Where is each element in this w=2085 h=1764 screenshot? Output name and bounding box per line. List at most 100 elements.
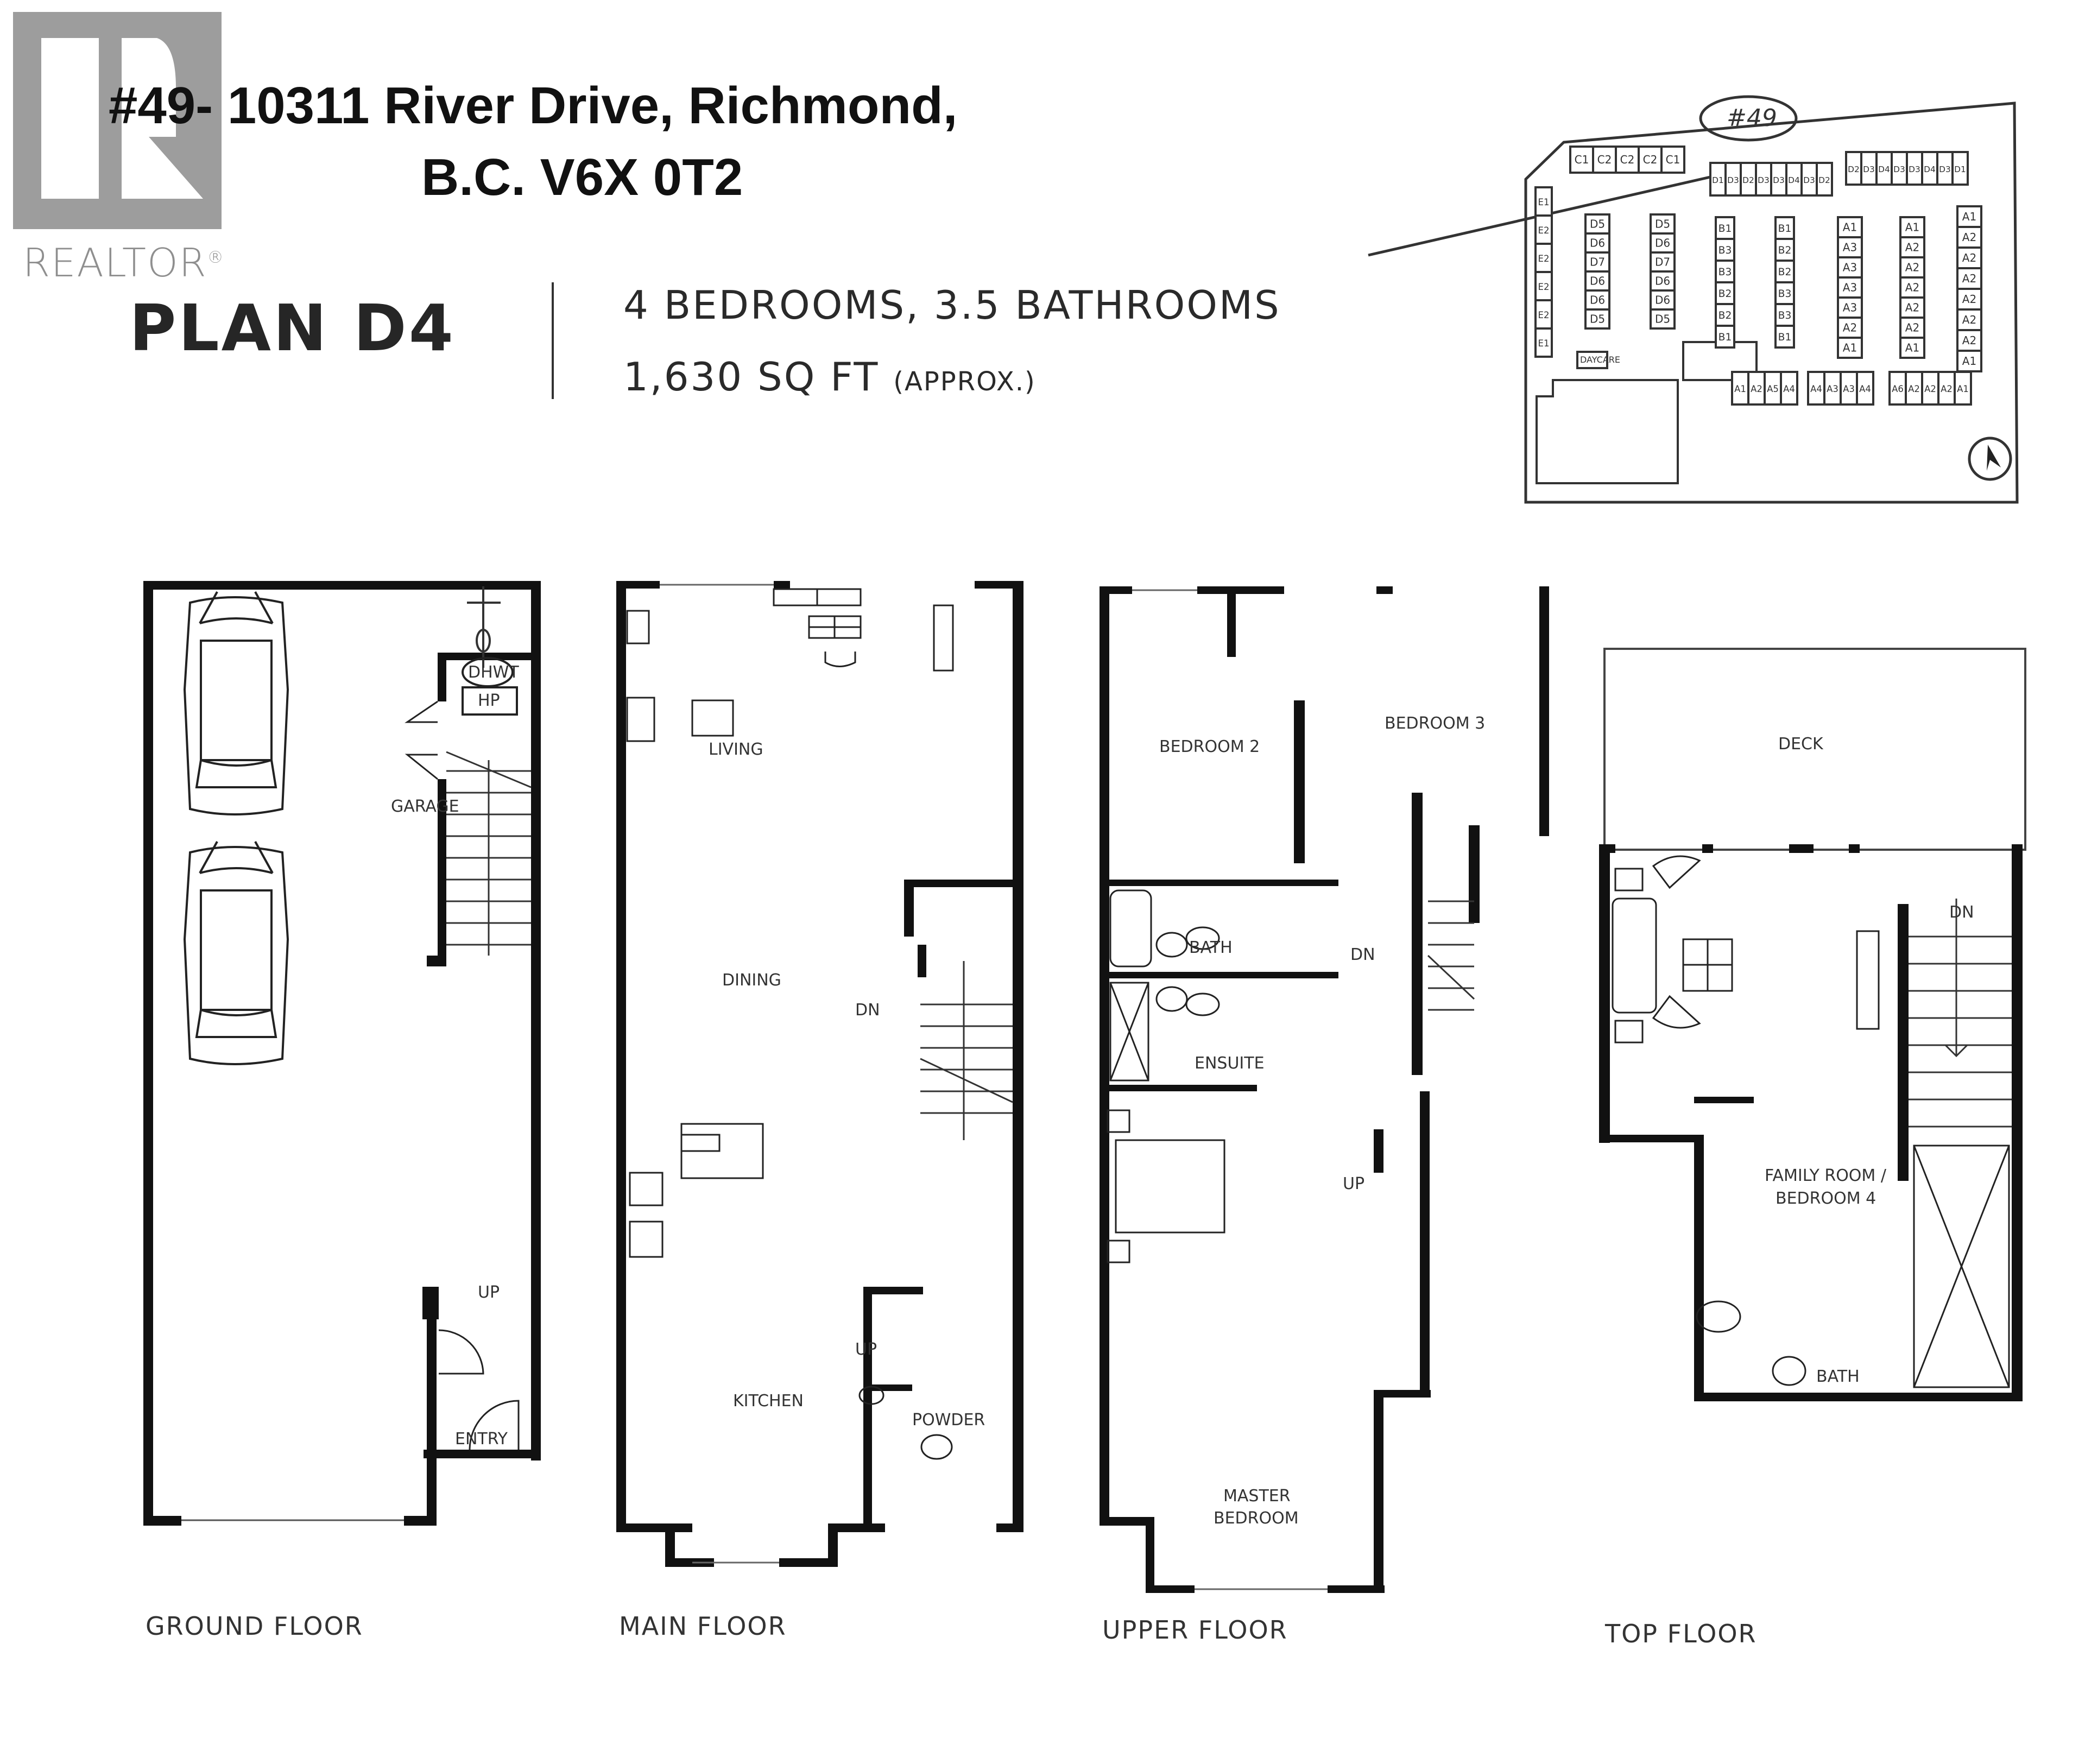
site-unit-label: A2 bbox=[1962, 334, 1976, 347]
site-unit-label: E2 bbox=[1538, 225, 1550, 236]
site-unit-label: A2 bbox=[1905, 241, 1919, 254]
site-unit-label: B1 bbox=[1778, 332, 1792, 343]
site-unit bbox=[1584, 308, 1610, 330]
site-unit bbox=[1906, 151, 1923, 186]
stairs-up-label: UP bbox=[1343, 1174, 1364, 1193]
site-unit bbox=[1774, 260, 1795, 283]
stairs-dn-label: DN bbox=[1350, 945, 1375, 964]
site-unit-label: D4 bbox=[1788, 175, 1800, 185]
site-unit bbox=[1921, 151, 1938, 186]
site-unit-label: D2 bbox=[1818, 175, 1830, 185]
site-unit bbox=[1921, 371, 1939, 406]
sofa-icon bbox=[1612, 897, 1657, 1014]
site-unit-label: A2 bbox=[1962, 313, 1976, 326]
site-unit-label: D5 bbox=[1590, 313, 1605, 326]
site-unit-label: A2 bbox=[1751, 384, 1762, 394]
site-unit bbox=[1837, 276, 1863, 299]
site-unit-label: A3 bbox=[1843, 301, 1857, 314]
car-icon bbox=[183, 841, 289, 1065]
site-unit bbox=[1856, 371, 1874, 406]
site-unit-label: B1 bbox=[1718, 223, 1732, 235]
sink-icon bbox=[1696, 1300, 1741, 1333]
site-unit bbox=[1747, 371, 1766, 406]
toilet-icon bbox=[1155, 932, 1188, 958]
sofa-icon bbox=[933, 604, 954, 672]
site-unit-label: D1 bbox=[1954, 165, 1966, 174]
side-table-icon bbox=[1614, 1020, 1644, 1044]
site-unit-label: A2 bbox=[1905, 301, 1919, 314]
site-unit-label: A1 bbox=[1843, 342, 1857, 355]
stairs-dn-label: DN bbox=[855, 1001, 880, 1020]
site-unit bbox=[1774, 303, 1795, 327]
site-unit-label: D3 bbox=[1893, 165, 1905, 174]
shower-icon bbox=[1913, 1145, 2010, 1388]
site-unit-label: D3 bbox=[1727, 175, 1739, 185]
site-unit bbox=[1774, 216, 1795, 240]
site-unit-label: E1 bbox=[1538, 338, 1550, 349]
plan-title: PLAN D4 bbox=[129, 290, 456, 365]
site-unit bbox=[1764, 371, 1782, 406]
stairs-dn-label: DN bbox=[1949, 903, 1974, 922]
site-unit bbox=[1956, 308, 1982, 331]
site-unit-label: A1 bbox=[1962, 210, 1976, 223]
site-unit bbox=[1837, 317, 1863, 339]
site-unit-label: D3 bbox=[1758, 175, 1770, 185]
heat-pump-icon bbox=[462, 686, 518, 716]
site-unit bbox=[1951, 151, 1969, 186]
stairs-up-label: UP bbox=[478, 1283, 500, 1302]
site-unit-label: D6 bbox=[1590, 275, 1605, 288]
site-unit-label: D7 bbox=[1655, 256, 1670, 269]
site-unit bbox=[1534, 243, 1553, 273]
site-unit-label: D2 bbox=[1742, 175, 1754, 185]
room-label-bedroom-2: BEDROOM 2 bbox=[1159, 737, 1260, 756]
toilet-icon bbox=[1772, 1356, 1806, 1386]
room-label-dining: DINING bbox=[722, 971, 781, 990]
site-unit-label: D3 bbox=[1803, 175, 1815, 185]
site-unit-label: A2 bbox=[1905, 321, 1919, 334]
door-icon bbox=[405, 700, 520, 1450]
armchair-icon bbox=[1652, 855, 1701, 889]
room-label-bedroom-4: BEDROOM 4 bbox=[1776, 1189, 1876, 1208]
site-unit bbox=[1888, 371, 1907, 406]
site-unit bbox=[1937, 371, 1956, 406]
label-hp: HP bbox=[478, 691, 500, 710]
site-unit bbox=[1650, 308, 1676, 330]
car-icon bbox=[183, 591, 289, 815]
room-label-kitchen: KITCHEN bbox=[733, 1392, 804, 1411]
site-unit-label: A2 bbox=[1941, 384, 1953, 394]
site-unit-label: A1 bbox=[1957, 384, 1969, 394]
site-unit bbox=[1650, 213, 1676, 235]
room-label-bedroom-3: BEDROOM 3 bbox=[1385, 714, 1485, 733]
site-unit-label: A2 bbox=[1908, 384, 1920, 394]
address-line-2: B.C. V6X 0T2 bbox=[421, 148, 743, 206]
site-unit bbox=[1755, 162, 1772, 197]
site-unit-label: A2 bbox=[1962, 272, 1976, 285]
site-unit bbox=[1956, 288, 1982, 311]
site-unit-label: A3 bbox=[1843, 241, 1857, 254]
site-unit-label: A1 bbox=[1843, 221, 1857, 234]
stove-icon bbox=[629, 1172, 664, 1206]
floor-label-top: TOP FLOOR bbox=[1605, 1619, 1757, 1648]
site-unit-label: A2 bbox=[1924, 384, 1936, 394]
site-unit-label: D4 bbox=[1924, 165, 1936, 174]
site-unit-label: A4 bbox=[1859, 384, 1871, 394]
site-plan-highlight: #49 bbox=[1727, 104, 1777, 132]
room-label-entry: ENTRY bbox=[455, 1430, 508, 1449]
site-unit-label: C1 bbox=[1575, 153, 1589, 166]
site-unit-label: A1 bbox=[1962, 355, 1976, 368]
nightstand-icon bbox=[1107, 1240, 1130, 1263]
site-unit-label: D2 bbox=[1848, 165, 1860, 174]
stairs-icon bbox=[446, 751, 532, 956]
site-unit-label: A2 bbox=[1905, 281, 1919, 294]
site-unit-label: E2 bbox=[1538, 310, 1550, 320]
fridge-icon bbox=[629, 1221, 664, 1258]
site-unit-label: D4 bbox=[1878, 165, 1890, 174]
sink-icon bbox=[1185, 926, 1220, 950]
powder-sink-icon bbox=[858, 1386, 884, 1405]
site-unit bbox=[1534, 327, 1553, 358]
site-unit-label: A2 bbox=[1962, 231, 1976, 244]
site-unit bbox=[1584, 213, 1610, 235]
room-label-family-room: FAMILY ROOM / bbox=[1765, 1166, 1887, 1185]
site-unit-label: A2 bbox=[1962, 251, 1976, 264]
site-unit bbox=[1715, 281, 1735, 305]
